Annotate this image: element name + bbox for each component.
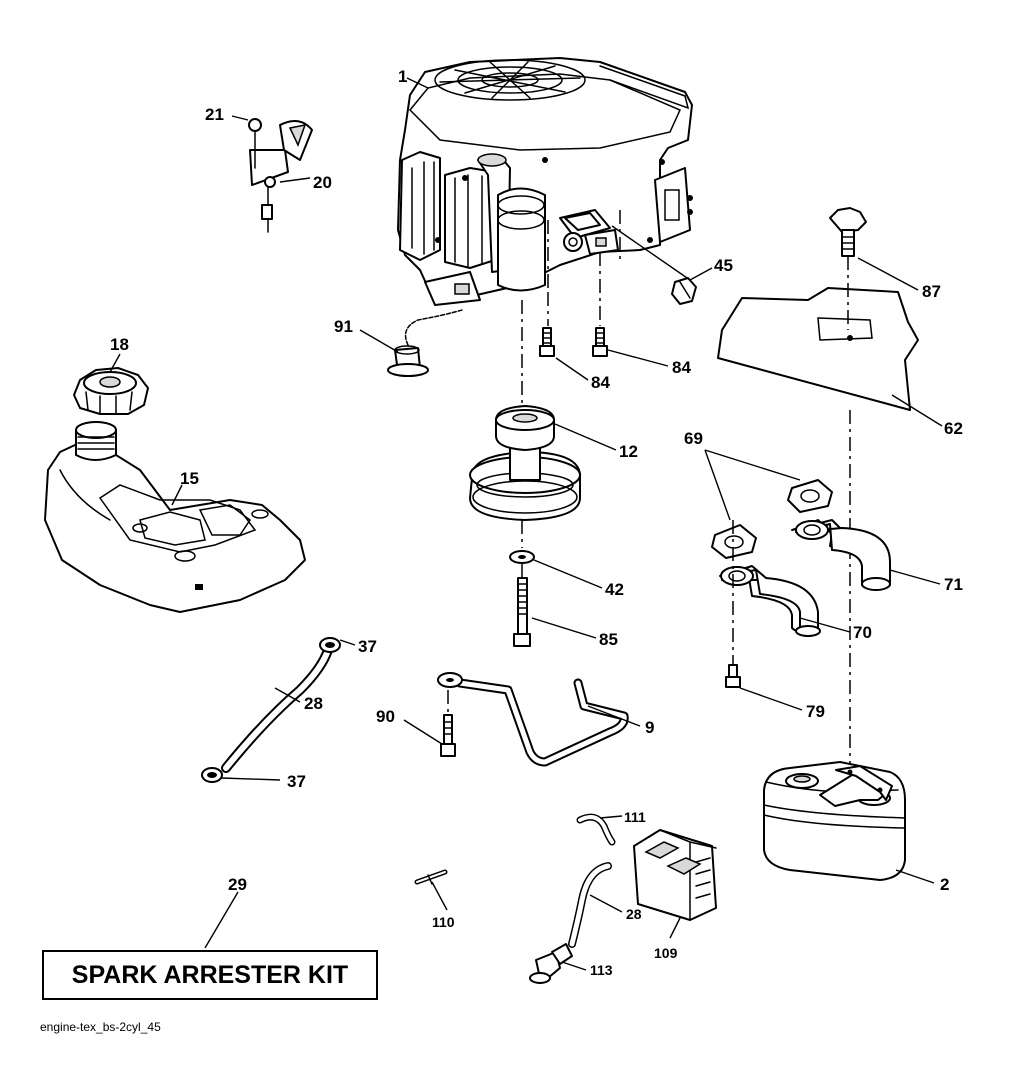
gasket-69-lower [711,524,757,559]
hose-28-lower [568,862,612,948]
callout-28-upper: 28 [304,694,323,713]
heat-shield-62 [717,287,919,411]
engine-block [397,57,693,306]
spark-arrester-109 [633,829,717,921]
muffler-2 [763,761,906,881]
leader-lines [109,77,943,971]
callout-20: 20 [313,173,332,192]
callout-labels: 1 21 20 91 18 15 45 87 84 84 62 12 69 42… [110,67,963,978]
fuel-hose-28 [221,645,333,773]
callout-84-left: 84 [591,373,610,392]
callout-62: 62 [944,419,963,438]
callout-18: 18 [110,335,129,354]
callout-1: 1 [398,67,407,86]
knob-87 [829,207,867,257]
pulley-12 [469,405,582,521]
callout-85: 85 [599,630,618,649]
bolt-79 [725,664,741,688]
fuel-filter-91 [387,309,463,377]
callout-87: 87 [922,282,941,301]
callout-29: 29 [228,875,247,894]
callout-9: 9 [645,718,654,737]
hose-111 [576,813,616,846]
callout-12: 12 [619,442,638,461]
exhaust-pipe-70 [719,565,821,637]
bolt-84-left [539,327,555,357]
callout-79: 79 [806,702,825,721]
callout-2: 2 [940,875,949,894]
pin-110 [414,869,448,885]
callout-42: 42 [605,580,624,599]
callout-71: 71 [944,575,963,594]
callout-113: 113 [590,962,613,978]
callout-90: 90 [376,707,395,726]
hose-clamp-37-upper [319,637,341,653]
callout-69: 69 [684,429,703,448]
bolt-85 [513,577,531,647]
spark-arrester-kit-label: SPARK ARRESTER KIT [42,950,378,1000]
exhaust-pipe-71 [791,519,891,591]
elbow-113 [529,943,573,984]
hose-clamp-37-lower [201,767,223,783]
callout-37-lower: 37 [287,772,306,791]
callout-37-upper: 37 [358,637,377,656]
fuel-tank [44,421,306,613]
callout-45: 45 [714,256,733,275]
gasket-69-upper [787,479,833,513]
bolt-90 [440,714,456,757]
washer-42 [509,550,535,564]
callout-111: 111 [624,809,646,825]
diagram-caption: engine-tex_bs-2cyl_45 [40,1020,161,1034]
callout-110: 110 [432,914,455,930]
callout-91: 91 [334,317,353,336]
throttle-control-assembly [248,118,313,233]
callout-21: 21 [205,105,224,124]
callout-84-right: 84 [672,358,691,377]
nut-45 [671,277,697,305]
fuel-cap [73,367,149,415]
callout-28-lower: 28 [626,906,642,922]
callout-109: 109 [654,945,678,961]
callout-15: 15 [180,469,199,488]
support-rod-9 [437,672,629,767]
bolt-84-right [592,327,608,357]
callout-70: 70 [853,623,872,642]
